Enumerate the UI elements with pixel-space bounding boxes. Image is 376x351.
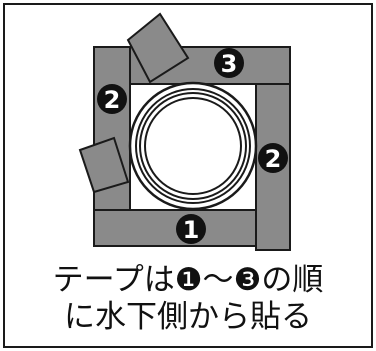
badge-label: 2 <box>104 86 121 114</box>
badge-label: 2 <box>265 145 282 173</box>
peeling-tape-flap-top <box>126 12 190 84</box>
badge-label: 3 <box>221 50 238 78</box>
badge-tape-2-left: 2 <box>97 84 127 114</box>
badge-tape-3: 3 <box>214 48 244 78</box>
badge-label: 1 <box>183 216 200 244</box>
badge-tape-2-right: 2 <box>258 143 288 173</box>
pipe-inner-ring <box>144 97 242 195</box>
caption-line-1: テープは❶〜❸の順 <box>52 262 324 298</box>
caption-line-2: に水下側から貼る <box>64 299 312 335</box>
outer-border <box>3 3 373 348</box>
peeling-tape-flap-left <box>78 136 130 194</box>
badge-tape-1: 1 <box>176 214 206 244</box>
